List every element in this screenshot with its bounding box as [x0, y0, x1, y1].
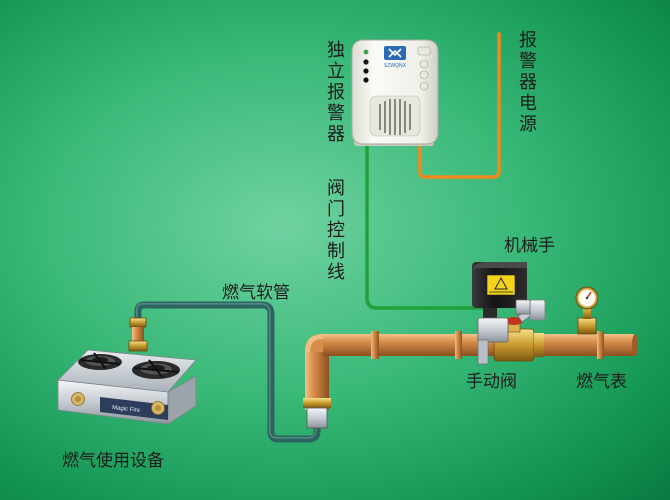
valve-control-wire — [365, 144, 486, 310]
pipe-hose-fitting — [303, 398, 331, 429]
alarm-speaker-grille — [369, 95, 421, 137]
stove-knobs[interactable] — [71, 392, 165, 415]
power-cable — [418, 32, 501, 179]
label-alarm: 独立报警器 — [327, 40, 345, 145]
label-manual-valve: 手动阀 — [466, 372, 517, 392]
stove-brand-text: Magic Fire — [112, 405, 141, 414]
label-valve-control-line: 阀门控制线 — [327, 178, 345, 283]
hose-fitting-stove — [128, 317, 148, 352]
gas-hose — [134, 301, 321, 443]
device-brand-text: SZWQNX — [384, 63, 407, 69]
label-alarm-power: 报警器电源 — [519, 30, 537, 135]
label-manipulator: 机械手 — [504, 236, 555, 256]
manual-valve[interactable] — [493, 299, 546, 362]
copper-pipe — [305, 331, 638, 410]
label-gas-meter: 燃气表 — [576, 372, 627, 392]
gas-meter — [575, 286, 599, 335]
alarm-buttons[interactable] — [417, 46, 431, 91]
label-gas-appliance: 燃气使用设备 — [62, 451, 164, 471]
gas-alarm-device[interactable]: SZWQNX — [351, 39, 439, 146]
manipulator-device[interactable] — [472, 262, 531, 365]
gas-stove: Magic Fire — [57, 349, 197, 425]
label-gas-hose: 燃气软管 — [222, 283, 290, 303]
